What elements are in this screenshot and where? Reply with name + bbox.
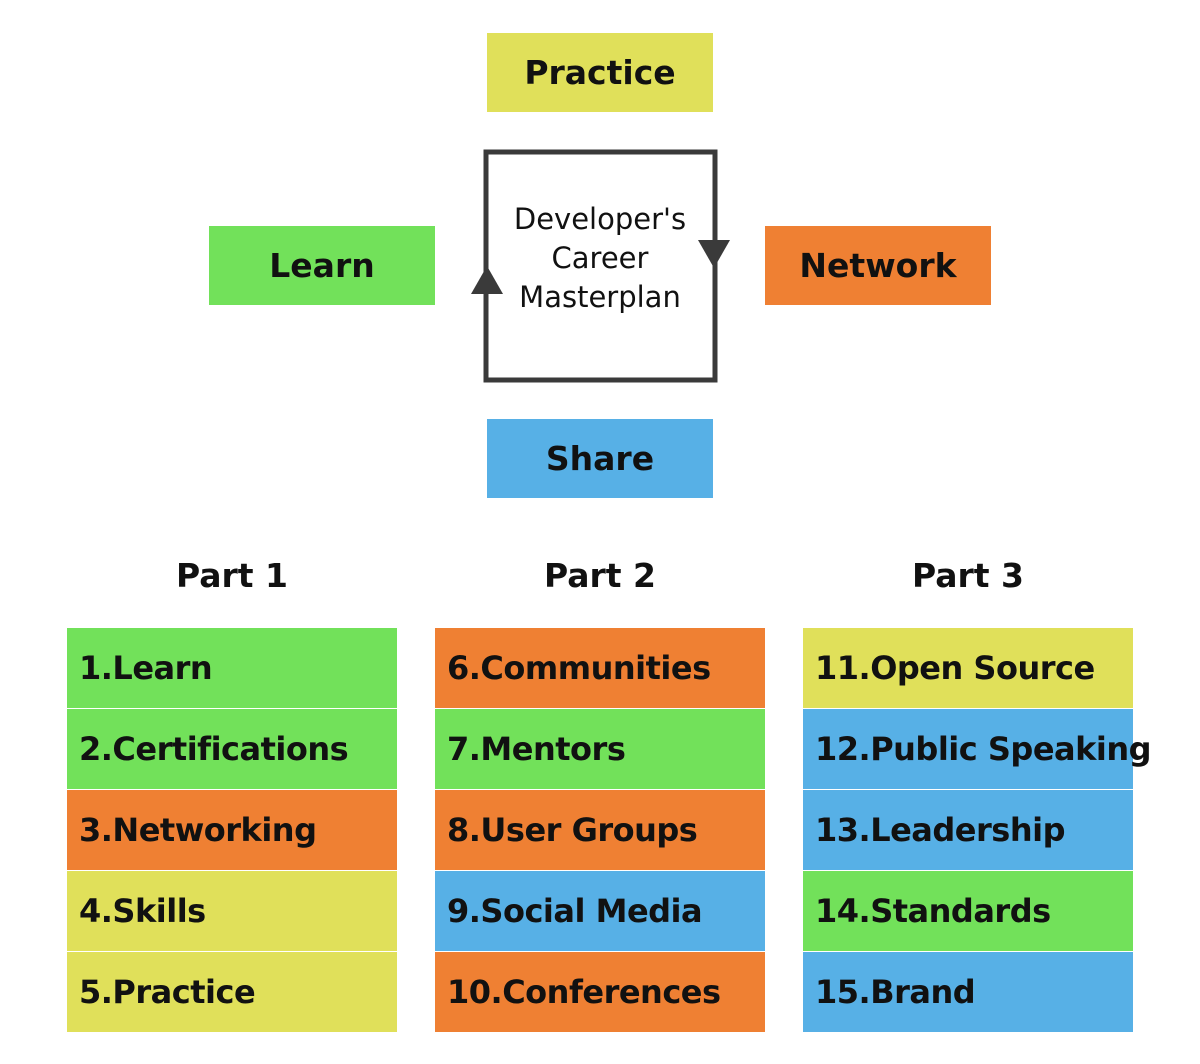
list-item-label: 14.Standards xyxy=(815,892,1051,930)
list-item: 10.Conferences xyxy=(435,952,765,1032)
list-item-label: 8.User Groups xyxy=(447,811,698,849)
share-box: Share xyxy=(487,419,713,498)
list-item: 11.Open Source xyxy=(803,628,1133,708)
list-item-label: 2.Certifications xyxy=(79,730,349,768)
list-item: 9.Social Media xyxy=(435,871,765,951)
practice-box: Practice xyxy=(487,33,713,112)
list-item-label: 7.Mentors xyxy=(447,730,626,768)
list-item-label: 15.Brand xyxy=(815,973,976,1011)
list-item: 13.Leadership xyxy=(803,790,1133,870)
center-label-line-3: Masterplan xyxy=(519,280,681,314)
list-item-label: 4.Skills xyxy=(79,892,206,930)
up-arrow-icon xyxy=(471,266,503,294)
list-item-label: 1.Learn xyxy=(79,649,213,687)
list-item-label: 6.Communities xyxy=(447,649,711,687)
down-arrow-icon xyxy=(698,240,730,268)
part-2-column: 6.Communities 7.Mentors 8.User Groups 9.Soc… xyxy=(435,628,765,1033)
part-3-column: 11.Open Source 12.Public Speaking 13.Leade… xyxy=(803,628,1152,1033)
list-item: 4.Skills xyxy=(67,871,397,951)
list-item: 1.Learn xyxy=(67,628,397,708)
list-item: 14.Standards xyxy=(803,871,1133,951)
list-item: 8.User Groups xyxy=(435,790,765,870)
practice-label: Practice xyxy=(524,53,676,92)
center-label-line-1: Developer's xyxy=(513,202,687,236)
list-item-label: 5.Practice xyxy=(79,973,256,1011)
list-item: 2.Certifications xyxy=(67,709,397,789)
network-box: Network xyxy=(765,226,991,305)
list-item-label: 12.Public Speaking xyxy=(815,730,1152,768)
part-3-header: Part 3 xyxy=(911,556,1025,595)
center-label: Developer's Career Masterplan xyxy=(488,200,712,317)
list-item-label: 10.Conferences xyxy=(447,973,721,1011)
list-item-label: 3.Networking xyxy=(79,811,317,849)
list-item-label: 11.Open Source xyxy=(815,649,1095,687)
center-label-line-2: Career xyxy=(551,241,649,275)
learn-box: Learn xyxy=(209,226,435,305)
list-item-label: 9.Social Media xyxy=(447,892,703,930)
part-2-header: Part 2 xyxy=(543,556,657,595)
list-item: 6.Communities xyxy=(435,628,765,708)
list-item: 5.Practice xyxy=(67,952,397,1032)
share-label: Share xyxy=(545,439,655,478)
list-item: 7.Mentors xyxy=(435,709,765,789)
network-label: Network xyxy=(799,246,957,285)
list-item-label: 13.Leadership xyxy=(815,811,1065,849)
list-item: 12.Public Speaking xyxy=(803,709,1152,789)
list-item: 15.Brand xyxy=(803,952,1133,1032)
list-item: 3.Networking xyxy=(67,790,397,870)
learn-label: Learn xyxy=(269,246,375,285)
part-1-column: 1.Learn 2.Certifications 3.Networking 4.Ski… xyxy=(67,628,397,1033)
part-1-header: Part 1 xyxy=(175,556,289,595)
